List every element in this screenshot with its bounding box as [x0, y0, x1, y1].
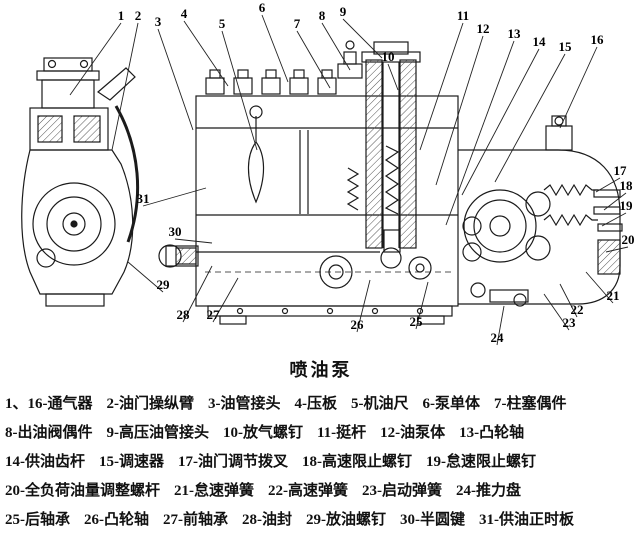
leader-line: [142, 187, 207, 207]
legend-row: 20-全负荷油量调整螺杆 21-怠速弹簧 22-高速弹簧 23-启动弹簧 24-推力盘: [5, 477, 637, 506]
legend-item: 8-出油阀偶件: [5, 425, 93, 441]
legend-row: 1、16-通气器 2-油门操纵臂 3-油管接头 4-压板 5-机油尺 6-泵单体 7-柱塞偶…: [5, 390, 637, 419]
left-view-drawing: [21, 57, 140, 307]
leader-line: [212, 277, 239, 323]
leader-line: [321, 22, 351, 71]
legend-item: 3-油管接头: [208, 396, 281, 412]
leader-line: [559, 46, 598, 129]
legend-item: 9-高压油管接头: [106, 425, 210, 441]
leader-line: [603, 192, 627, 211]
legend-item: 29-放油螺钉: [306, 512, 386, 528]
legend-item: 18-高速限止螺钉: [302, 454, 412, 470]
legend-item: 11-挺杆: [317, 425, 367, 441]
legend-item: 26-凸轮轴: [84, 512, 149, 528]
figure-title: 喷油泵: [289, 360, 353, 380]
legend-item: 31-供油正时板: [479, 512, 574, 528]
leader-line: [461, 48, 540, 196]
legend-item: 7-柱塞偶件: [494, 396, 567, 412]
parts-legend: 1、16-通气器 2-油门操纵臂 3-油管接头 4-压板 5-机油尺 6-泵单体 7-柱塞偶…: [0, 382, 642, 535]
leader-line: [174, 238, 213, 244]
leader-line: [356, 279, 371, 333]
leader-line: [595, 177, 621, 193]
legend-item: 12-油泵体: [380, 425, 446, 441]
leader-line: [296, 30, 331, 89]
legend-item: 10-放气螺钉: [223, 425, 303, 441]
leader-line: [605, 246, 629, 253]
legend-item: 5-机油尺: [351, 396, 409, 412]
leader-lines-layer: [69, 14, 629, 346]
legend-item: 21-怠速弹簧: [174, 483, 254, 499]
legend-item: 20-全负荷油量调整螺杆: [5, 483, 160, 499]
leader-line: [127, 261, 164, 293]
legend-item: 28-油封: [242, 512, 292, 528]
legend-item: 1、16-通气器: [5, 396, 93, 412]
leader-line: [157, 28, 194, 131]
legend-item: 23-启动弹簧: [362, 483, 442, 499]
legend-item: 24-推力盘: [456, 483, 521, 499]
legend-item: 2-油门操纵臂: [106, 396, 195, 412]
main-view-drawing: [158, 40, 459, 325]
legend-item: 25-后轴承: [5, 512, 70, 528]
leader-line: [435, 35, 484, 186]
leader-line: [387, 63, 399, 91]
leader-line: [415, 281, 429, 330]
leader-line: [419, 22, 464, 151]
leader-line: [69, 22, 122, 96]
leader-line: [182, 265, 213, 323]
legend-row: 14-供油齿杆 15-调速器 17-油门调节拨叉 18-高速限止螺钉 19-怠速限止螺钉: [5, 448, 637, 477]
governor-drawing: [458, 115, 623, 307]
legend-item: 15-调速器: [99, 454, 164, 470]
leader-line: [261, 14, 289, 83]
legend-item: 17-油门调节拨叉: [178, 454, 288, 470]
leader-line: [585, 271, 614, 304]
leader-line: [221, 30, 258, 151]
legend-item: 27-前轴承: [163, 512, 228, 528]
legend-item: 4-压板: [294, 396, 338, 412]
leader-line: [342, 18, 383, 59]
legend-item: 30-半圆键: [400, 512, 465, 528]
legend-item: 22-高速弹簧: [268, 483, 348, 499]
legend-row: 8-出油阀偶件 9-高压油管接头 10-放气螺钉 11-挺杆 12-油泵体 13-凸轮轴: [5, 419, 637, 448]
leader-line: [543, 293, 570, 331]
leader-line: [601, 212, 627, 227]
legend-item: 14-供油齿杆: [5, 454, 85, 470]
legend-item: 19-怠速限止螺钉: [426, 454, 536, 470]
legend-item: 13-凸轮轴: [459, 425, 525, 441]
leader-line: [559, 283, 578, 318]
leader-line: [183, 20, 229, 87]
leader-line: [111, 22, 139, 151]
leader-line: [445, 40, 515, 226]
legend-row: 25-后轴承 26-凸轮轴 27-前轴承 28-油封 29-放油螺钉 30-半圆键 31-供…: [5, 506, 637, 535]
legend-item: 6-泵单体: [422, 396, 481, 412]
leader-line: [496, 305, 505, 346]
pump-drawing: [21, 40, 623, 325]
leader-line: [494, 53, 566, 183]
